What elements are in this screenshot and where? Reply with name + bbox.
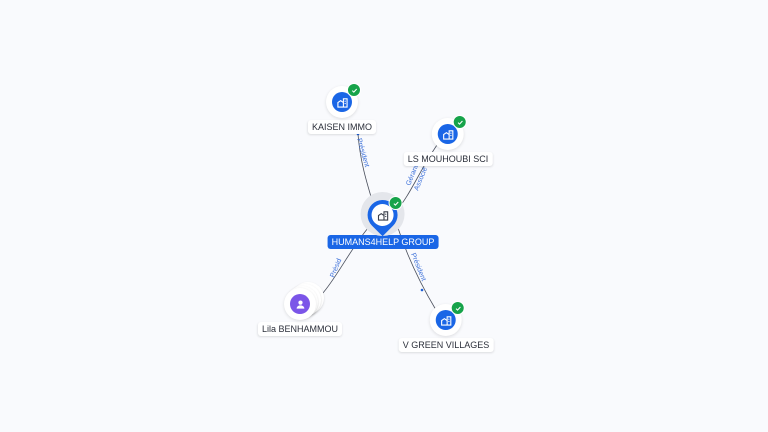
map-pin	[361, 193, 405, 237]
verified-check-icon	[452, 115, 467, 129]
node-v-green-villages[interactable]: V GREEN VILLAGES	[398, 301, 494, 352]
building-icon	[435, 310, 456, 330]
node-kaisen-immo[interactable]: KAISEN IMMO	[307, 83, 377, 134]
person-icon	[289, 294, 310, 314]
center-halo	[360, 192, 405, 237]
company-avatar	[325, 83, 361, 118]
company-avatar	[429, 301, 465, 336]
building-icon	[371, 204, 394, 226]
building-icon	[437, 124, 458, 144]
verified-check-icon	[450, 301, 465, 315]
verified-check-icon	[346, 83, 361, 97]
center-node-label: HUMANS4HELP GROUP	[327, 235, 439, 249]
building-icon	[331, 92, 352, 112]
edge-center-kaisen: Président	[355, 132, 373, 201]
node-ls-mouhoubi-sci[interactable]: LS MOUHOUBI SCI	[403, 115, 493, 166]
node-label: KAISEN IMMO	[307, 120, 377, 134]
node-label: LS MOUHOUBI SCI	[403, 152, 493, 166]
edge-label-kaisen: Président	[355, 138, 370, 168]
verified-check-icon	[388, 196, 403, 210]
company-avatar	[431, 115, 467, 150]
node-lila-benhammou[interactable]: Lila BENHAMMOU	[257, 282, 343, 336]
node-label: Lila BENHAMMOU	[257, 322, 343, 336]
person-avatar	[283, 288, 316, 320]
edge-label-lila: Présid	[329, 258, 343, 279]
node-label: V GREEN VILLAGES	[398, 338, 494, 352]
node-humans4help-group[interactable]: HUMANS4HELP GROUP	[327, 192, 439, 249]
